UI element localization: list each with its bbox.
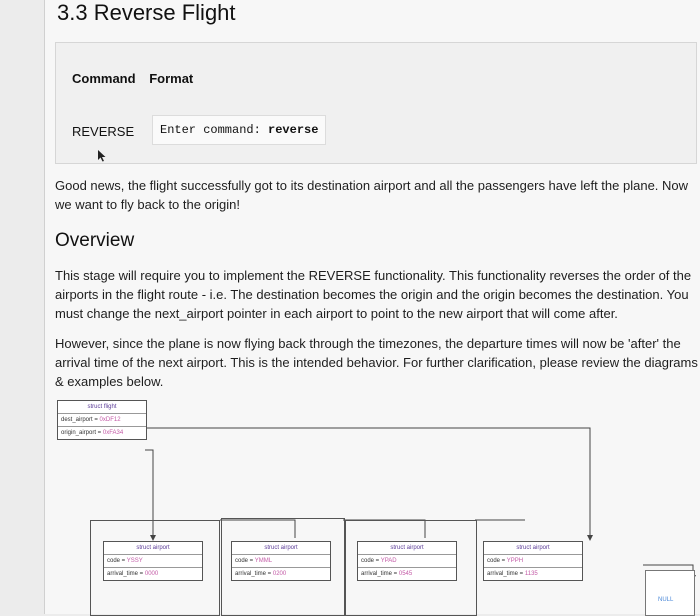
overview-heading: Overview bbox=[55, 230, 135, 251]
intro-paragraph: Good news, the flight successfully got t… bbox=[55, 178, 689, 212]
format-keyword: reverse bbox=[268, 123, 319, 137]
airport-title: struct airport bbox=[104, 542, 202, 555]
airport-title: struct airport bbox=[358, 542, 456, 555]
overview-paragraph-1: This stage will require you to implement… bbox=[55, 268, 692, 321]
mouse-cursor-icon bbox=[97, 150, 107, 165]
airport-code-field: code = YMML bbox=[232, 555, 330, 568]
airport-code-field: code = YPPH bbox=[484, 555, 582, 568]
command-format-code: Enter command: reverse bbox=[152, 115, 327, 145]
airport-code-field: code = YSSY bbox=[104, 555, 202, 568]
content-page: 3.3 Reverse Flight Command Format REVERS… bbox=[44, 0, 700, 616]
overview-paragraph-2: However, since the plane is now flying b… bbox=[55, 336, 698, 389]
airport-code-field: code = YPAD bbox=[358, 555, 456, 568]
origin-airport-field: origin_airport = 0xFA34 bbox=[61, 430, 124, 436]
airport-node-1: struct airport code = YSSY arrival_time … bbox=[103, 541, 203, 581]
airport-node-3: struct airport code = YPAD arrival_time … bbox=[357, 541, 457, 581]
command-format-table: Command Format REVERSE Enter command: re… bbox=[55, 42, 697, 164]
airport-arrival-field: arrival_time = 0545 bbox=[361, 571, 413, 577]
airport-title: struct airport bbox=[484, 542, 582, 555]
header-command: Command bbox=[72, 71, 136, 86]
airport-arrival-field: arrival_time = 0000 bbox=[107, 571, 159, 577]
null-label: NULL bbox=[658, 597, 674, 603]
airport-node-4: struct airport code = YPPH arrival_time … bbox=[483, 541, 583, 581]
struct-flight-node: struct flight dest_airport = 0xDF12 orig… bbox=[57, 400, 147, 440]
header-format: Format bbox=[149, 71, 194, 86]
null-node: NULL bbox=[645, 570, 695, 616]
command-table-header: Command Format bbox=[72, 71, 203, 86]
airport-title: struct airport bbox=[232, 542, 330, 555]
command-name: REVERSE bbox=[72, 124, 135, 139]
dest-airport-field: dest_airport = 0xDF12 bbox=[58, 414, 146, 427]
struct-flight-title: struct flight bbox=[58, 401, 146, 414]
airport-node-2: struct airport code = YMML arrival_time … bbox=[231, 541, 331, 581]
section-title: 3.3 Reverse Flight bbox=[57, 0, 236, 25]
format-prefix: Enter command: bbox=[160, 123, 269, 137]
airport-arrival-field: arrival_time = 0200 bbox=[235, 571, 287, 577]
airport-arrival-field: arrival_time = 1135 bbox=[487, 571, 538, 577]
linked-list-diagram: struct flight dest_airport = 0xDF12 orig… bbox=[45, 400, 700, 616]
